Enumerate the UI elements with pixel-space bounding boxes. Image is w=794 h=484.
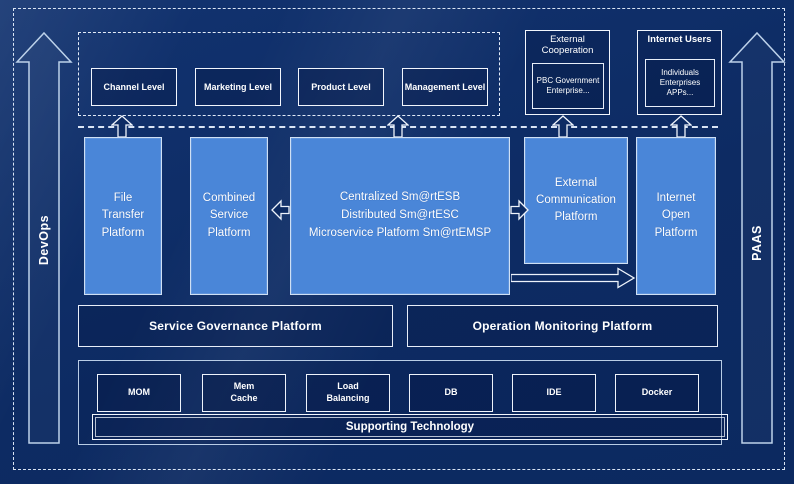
external-communication-platform-label: External Communication Platform: [536, 176, 616, 224]
up-arrow-icon: [552, 115, 574, 138]
tech-label: DB: [444, 387, 458, 398]
level-label: Marketing Level: [203, 82, 273, 92]
tech-box-load-balancing: Load Balancing: [306, 374, 390, 412]
up-arrow-icon: [670, 115, 692, 138]
outer-dashed-frame: [13, 8, 785, 470]
paas-rail-label: PAAS: [750, 225, 764, 261]
operation-monitoring-platform-label: Operation Monitoring Platform: [472, 319, 653, 333]
pbc-government-label: PBC Government Enterprise...: [536, 76, 600, 95]
level-box-channel: Channel Level: [91, 68, 177, 106]
levels-dashed-band: [78, 32, 500, 116]
individuals-label: Individuals Enterprises APPs...: [659, 68, 701, 97]
up-arrow-icon: [387, 115, 409, 138]
service-governance-platform-box: Service Governance Platform: [78, 305, 393, 347]
central-esb-platform-label: Centralized Sm@rtESB Distributed Sm@rtES…: [308, 191, 492, 239]
external-communication-platform-box: External Communication Platform: [524, 137, 628, 264]
tech-label: Mem Cache: [230, 381, 258, 403]
tech-box-ide: IDE: [512, 374, 596, 412]
internet-users-box: Internet Users Individuals Enterprises A…: [637, 30, 722, 115]
supporting-technology-bar: Supporting Technology: [92, 414, 728, 440]
tech-box-mem-cache: Mem Cache: [202, 374, 286, 412]
devops-rail-label: DevOps: [37, 214, 51, 266]
external-cooperation-title: External Cooperation: [541, 34, 594, 57]
tech-label: IDE: [546, 387, 562, 398]
level-label: Product Level: [311, 82, 371, 92]
level-label: Management Level: [404, 82, 486, 92]
external-cooperation-box: External Cooperation PBC Government Ente…: [525, 30, 610, 115]
level-box-management: Management Level: [402, 68, 488, 106]
central-esb-platform-box: Centralized Sm@rtESB Distributed Sm@rtES…: [290, 137, 510, 295]
combined-service-platform-label: Combined Service Platform: [202, 192, 256, 239]
individuals-box: Individuals Enterprises APPs...: [645, 59, 715, 107]
internet-open-platform-label: Internet Open Platform: [654, 192, 698, 239]
level-box-marketing: Marketing Level: [195, 68, 281, 106]
paas-up-arrow-icon: [728, 31, 786, 444]
tech-label: Docker: [641, 387, 673, 398]
devops-up-arrow-icon: [15, 31, 73, 444]
operation-monitoring-platform-box: Operation Monitoring Platform: [407, 305, 718, 347]
level-box-product: Product Level: [298, 68, 384, 106]
left-arrow-icon: [271, 199, 290, 221]
supporting-technology-container: [78, 360, 722, 445]
supporting-technology-title: Supporting Technology: [345, 421, 475, 433]
service-governance-platform-label: Service Governance Platform: [149, 319, 322, 333]
tech-box-mom: MOM: [97, 374, 181, 412]
up-arrow-icon: [111, 115, 133, 138]
pbc-government-box: PBC Government Enterprise...: [532, 63, 604, 109]
tech-label: MOM: [128, 387, 150, 398]
file-transfer-platform-box: File Transfer Platform: [84, 137, 162, 295]
file-transfer-platform-label: File Transfer Platform: [101, 192, 145, 239]
internet-open-platform-box: Internet Open Platform: [636, 137, 716, 295]
level-label: Channel Level: [103, 82, 165, 92]
tech-label: Load Balancing: [326, 381, 370, 403]
right-arrow-icon: [510, 199, 529, 221]
tech-box-db: DB: [409, 374, 493, 412]
long-right-arrow-icon: [511, 267, 636, 289]
tech-box-docker: Docker: [615, 374, 699, 412]
internet-users-title: Internet Users: [647, 34, 712, 45]
combined-service-platform-box: Combined Service Platform: [190, 137, 268, 295]
